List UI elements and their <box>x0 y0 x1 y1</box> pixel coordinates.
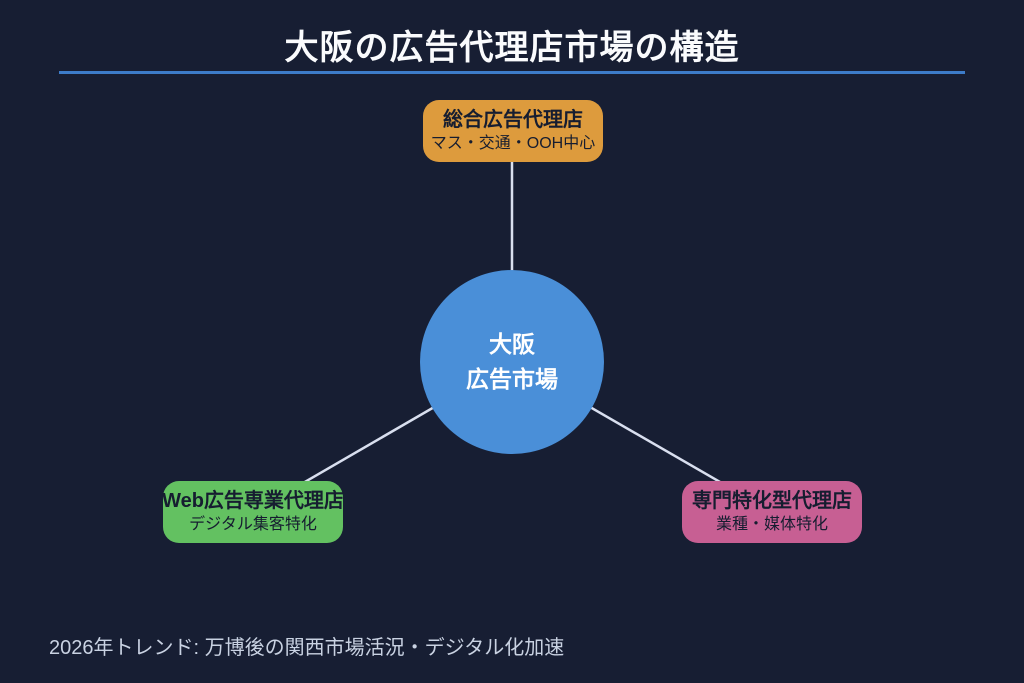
center-market-circle: 大阪 広告市場 <box>420 270 604 454</box>
node-specialized-agency: 専門特化型代理店 業種・媒体特化 <box>682 481 862 543</box>
node-specialized-agency-title: 専門特化型代理店 <box>692 490 852 512</box>
title-underline-rule <box>59 71 965 74</box>
node-general-agency-title: 総合広告代理店 <box>443 109 583 131</box>
page-title: 大阪の広告代理店市場の構造 <box>284 29 740 67</box>
center-market-line2: 広告市場 <box>466 366 558 392</box>
node-general-agency: 総合広告代理店 マス・交通・OOH中心 <box>423 100 603 162</box>
node-specialized-agency-subtitle: 業種・媒体特化 <box>715 516 828 533</box>
node-web-agency-subtitle: デジタル集客特化 <box>189 516 317 533</box>
center-market-line1: 大阪 <box>489 331 535 357</box>
node-general-agency-subtitle: マス・交通・OOH中心 <box>430 135 596 152</box>
trend-footnote: 2026年トレンド: 万博後の関西市場活況・デジタル化加速 <box>49 637 565 659</box>
node-web-agency: Web広告専業代理店 デジタル集客特化 <box>162 481 344 543</box>
node-web-agency-title: Web広告専業代理店 <box>162 490 344 512</box>
